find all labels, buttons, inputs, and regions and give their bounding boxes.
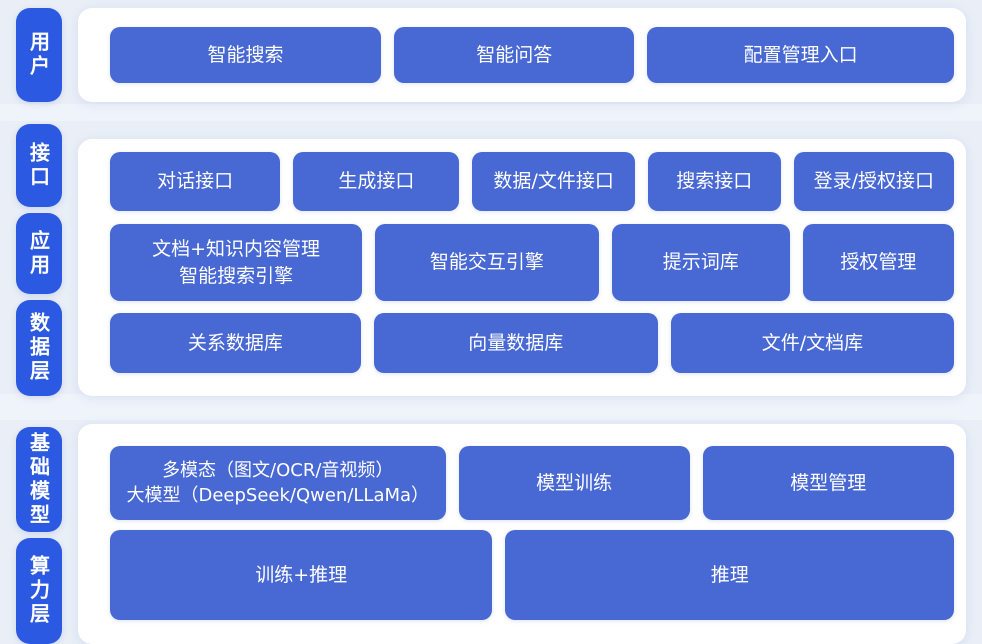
box-authorization-management: 授权管理 [802, 224, 955, 301]
box-vector-db: 向量数据库 [373, 313, 658, 373]
box-smart-search: 智能搜索 [110, 27, 382, 83]
box-multimodal-llm: 多模态（图文/OCR/音视频） 大模型（DeepSeek/Qwen/LLaMa） [110, 446, 446, 520]
box-training-inference: 训练+推理 [110, 530, 493, 620]
row-compute: 训练+推理 推理 [110, 530, 954, 620]
layer-label-foundation-model: 基础模型 [16, 427, 62, 532]
row-interfaces: 对话接口 生成接口 数据/文件接口 搜索接口 登录/授权接口 [110, 152, 954, 211]
box-smart-qa: 智能问答 [394, 27, 635, 83]
panel-foundation-compute: 多模态（图文/OCR/音视频） 大模型（DeepSeek/Qwen/LLaMa）… [78, 424, 966, 644]
middle-layer-label-column: 接口 应用 数据层 [16, 124, 62, 396]
row-data-stores: 关系数据库 向量数据库 文件/文档库 [110, 313, 954, 373]
box-relational-db: 关系数据库 [110, 313, 361, 373]
layer-label-application: 应用 [16, 213, 62, 294]
box-generation-api: 生成接口 [293, 152, 460, 211]
box-inference: 推理 [505, 530, 954, 620]
background-band-top [0, 104, 982, 121]
box-model-management: 模型管理 [702, 446, 954, 520]
panel-interface-app-data: 对话接口 生成接口 数据/文件接口 搜索接口 登录/授权接口 文档+知识内容管理… [78, 139, 966, 396]
box-prompt-library: 提示词库 [611, 224, 790, 301]
user-layer-label-column: 用户 [16, 8, 62, 102]
box-model-training: 模型训练 [458, 446, 690, 520]
layer-label-compute: 算力层 [16, 538, 62, 644]
box-data-file-api: 数据/文件接口 [472, 152, 635, 211]
section-user-layer: 用户 智能搜索 智能问答 配置管理入口 [16, 8, 966, 102]
layer-label-interface: 接口 [16, 124, 62, 207]
box-search-api: 搜索接口 [647, 152, 781, 211]
box-file-doc-store: 文件/文档库 [670, 313, 954, 373]
box-interactive-engine: 智能交互引擎 [375, 224, 599, 301]
layer-label-data: 数据层 [16, 300, 62, 396]
row-user-entries: 智能搜索 智能问答 配置管理入口 [110, 27, 954, 83]
background-band-bottom [0, 394, 982, 420]
panel-user-layer: 智能搜索 智能问答 配置管理入口 [78, 8, 966, 102]
box-doc-knowledge-management: 文档+知识内容管理 智能搜索引擎 [110, 224, 363, 301]
box-login-auth-api: 登录/授权接口 [793, 152, 954, 211]
box-config-management-entry: 配置管理入口 [647, 27, 954, 83]
layer-label-user: 用户 [16, 8, 62, 102]
bottom-layer-label-column: 基础模型 算力层 [16, 427, 62, 644]
box-dialog-api: 对话接口 [110, 152, 281, 211]
row-applications: 文档+知识内容管理 智能搜索引擎 智能交互引擎 提示词库 授权管理 [110, 224, 955, 301]
row-models: 多模态（图文/OCR/音视频） 大模型（DeepSeek/Qwen/LLaMa）… [110, 446, 954, 520]
section-interface-app-data: 接口 应用 数据层 对话接口 生成接口 数据/文件接口 搜索接口 登录/授权接口… [16, 124, 966, 396]
section-foundation-compute: 基础模型 算力层 多模态（图文/OCR/音视频） 大模型（DeepSeek/Qw… [16, 424, 966, 644]
